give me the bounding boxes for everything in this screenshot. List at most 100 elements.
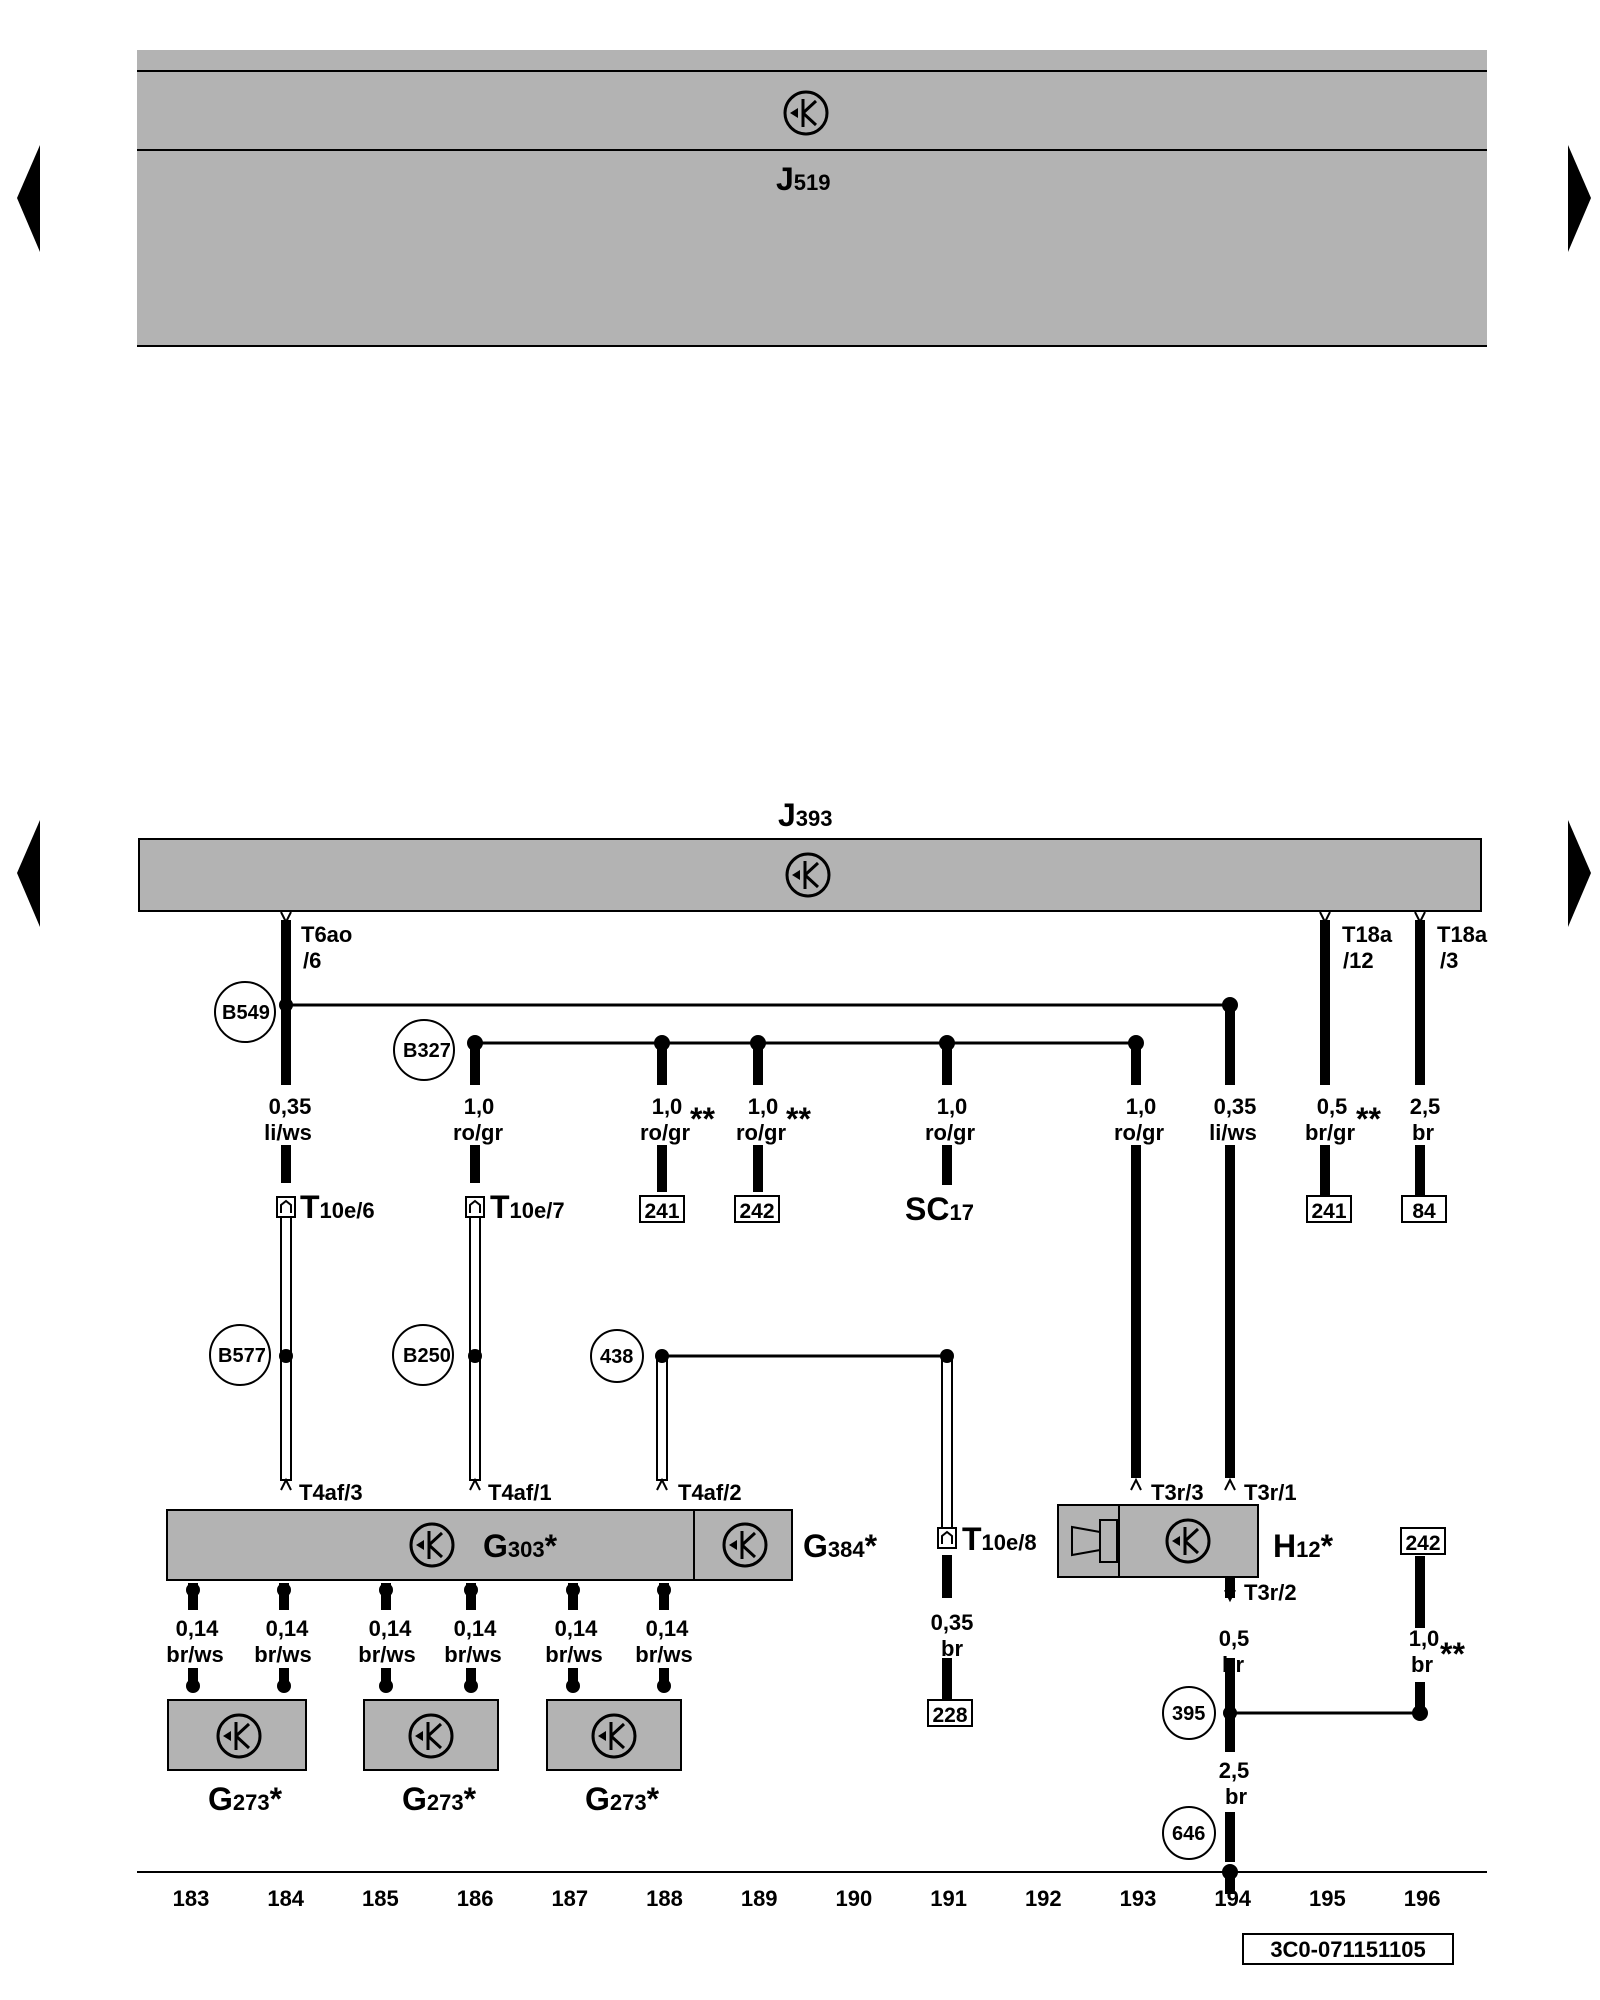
column-number-188: 188 (646, 1886, 683, 1911)
svg-text:/12: /12 (1343, 948, 1374, 973)
svg-text:ro/gr: ro/gr (640, 1120, 691, 1145)
svg-text:1,0: 1,0 (1409, 1626, 1440, 1651)
label-g273-3: G273* (585, 1781, 660, 1817)
svg-text:T3r/1: T3r/1 (1244, 1480, 1297, 1505)
svg-text:br/ws: br/ws (545, 1642, 602, 1667)
svg-text:li/ws: li/ws (1209, 1120, 1257, 1145)
label-h12: H12* (1273, 1528, 1334, 1564)
svg-text:br: br (1222, 1652, 1244, 1677)
svg-text:228: 228 (932, 1704, 967, 1727)
svg-text:0,14: 0,14 (555, 1616, 599, 1641)
column-number-196: 196 (1404, 1886, 1441, 1911)
svg-text:br/ws: br/ws (166, 1642, 223, 1667)
svg-text:2,5: 2,5 (1219, 1758, 1250, 1783)
column-number-192: 192 (1025, 1886, 1062, 1911)
svg-text:li/ws: li/ws (264, 1120, 312, 1145)
svg-text:2,5: 2,5 (1410, 1094, 1441, 1119)
svg-text:0,35: 0,35 (269, 1094, 312, 1119)
svg-text:0,14: 0,14 (454, 1616, 498, 1641)
label-g273-1: G273* (208, 1781, 283, 1817)
svg-text:1,0: 1,0 (748, 1094, 779, 1119)
svg-text:br: br (1412, 1120, 1434, 1145)
svg-text:0,14: 0,14 (176, 1616, 220, 1641)
sensor-g273-3 (546, 1699, 682, 1771)
svg-text:br/ws: br/ws (635, 1642, 692, 1667)
svg-text:**: ** (786, 1101, 811, 1137)
junction-circles (209, 981, 1216, 1860)
document-code: 3C0-071151105 (1242, 1933, 1454, 1965)
svg-text:0,5: 0,5 (1317, 1094, 1348, 1119)
component-g303-g384 (166, 1509, 793, 1581)
svg-text:0,35: 0,35 (931, 1610, 974, 1635)
svg-text:T3r/3: T3r/3 (1151, 1480, 1204, 1505)
horn-icon (1071, 1519, 1118, 1563)
column-number-184: 184 (267, 1886, 304, 1911)
prev-page-arrow-bottom[interactable] (17, 820, 40, 927)
wires (137, 920, 1487, 1894)
column-number-193: 193 (1120, 1886, 1157, 1911)
column-number-194: 194 (1214, 1886, 1251, 1911)
label-g273-2: G273* (402, 1781, 477, 1817)
svg-text:3C0-071151105: 3C0-071151105 (1270, 1937, 1425, 1962)
svg-text:**: ** (1440, 1636, 1465, 1672)
column-number-189: 189 (741, 1886, 778, 1911)
svg-text:0,14: 0,14 (266, 1616, 310, 1641)
pin-arrows (280, 911, 1426, 1603)
junction-b250: B250 (403, 1345, 451, 1367)
svg-text:1,0: 1,0 (937, 1094, 968, 1119)
label-j519: J519 (776, 161, 831, 197)
junction-b549: B549 (222, 1002, 270, 1024)
label-g303: G303* (483, 1528, 558, 1564)
svg-text:br/gr: br/gr (1305, 1120, 1356, 1145)
wire-labels: 0,35 li/ws 1,0 ro/gr 1,0 ro/gr 1,0 ro/gr… (166, 1094, 1440, 1809)
svg-text:br/ws: br/ws (254, 1642, 311, 1667)
sensor-g273-1 (167, 1699, 307, 1771)
next-page-arrow-top[interactable] (1568, 145, 1591, 252)
next-page-arrow-bottom[interactable] (1568, 820, 1591, 927)
svg-text:1,0: 1,0 (652, 1094, 683, 1119)
svg-text:0,35: 0,35 (1214, 1094, 1257, 1119)
column-number-191: 191 (930, 1886, 967, 1911)
svg-text:T3r/2: T3r/2 (1244, 1580, 1297, 1605)
component-h12 (1057, 1504, 1259, 1578)
sensor-g273-2 (363, 1699, 499, 1771)
svg-text:ro/gr: ro/gr (925, 1120, 976, 1145)
inline-connectors (276, 1196, 957, 1549)
svg-text:T10e/8: T10e/8 (962, 1521, 1037, 1557)
module-j393: J393 (138, 797, 1482, 912)
svg-text:242: 242 (739, 1200, 774, 1223)
svg-text:**: ** (690, 1101, 715, 1137)
star-markers: ** ** ** ** (690, 1101, 1465, 1672)
svg-text:br/ws: br/ws (358, 1642, 415, 1667)
label-j393: J393 (778, 797, 833, 833)
svg-text:/6: /6 (303, 948, 321, 973)
svg-text:ro/gr: ro/gr (1114, 1120, 1165, 1145)
reference-boxes: 241 242 241 84 228 242 (639, 1195, 1447, 1727)
module-j519: J519 (137, 50, 1487, 347)
column-number-190: 190 (836, 1886, 873, 1911)
junction-b577: B577 (218, 1345, 266, 1367)
svg-text:/3: /3 (1440, 948, 1458, 973)
svg-text:br/ws: br/ws (444, 1642, 501, 1667)
svg-text:1,0: 1,0 (1126, 1094, 1157, 1119)
column-number-186: 186 (457, 1886, 494, 1911)
column-number-195: 195 (1309, 1886, 1346, 1911)
svg-text:ro/gr: ro/gr (736, 1120, 787, 1145)
svg-text:0,14: 0,14 (646, 1616, 690, 1641)
svg-text:0,14: 0,14 (369, 1616, 413, 1641)
svg-text:T10e/6: T10e/6 (300, 1189, 375, 1225)
svg-text:84: 84 (1412, 1200, 1436, 1223)
prev-page-arrow-top[interactable] (17, 145, 40, 252)
svg-text:br: br (1225, 1784, 1247, 1809)
svg-text:T4af/3: T4af/3 (299, 1480, 363, 1505)
connector-labels: T6ao /6 T18a /12 T18a /3 T10e/6 T10e/7 T… (299, 922, 1488, 1605)
junction-646: 646 (1172, 1823, 1205, 1845)
junction-438: 438 (600, 1346, 633, 1368)
label-sc17: SC17 (905, 1191, 974, 1227)
column-number-183: 183 (173, 1886, 210, 1911)
svg-text:T6ao: T6ao (301, 922, 352, 947)
svg-text:ro/gr: ro/gr (453, 1120, 504, 1145)
svg-text:T18a: T18a (1437, 922, 1488, 947)
svg-text:241: 241 (644, 1200, 679, 1223)
